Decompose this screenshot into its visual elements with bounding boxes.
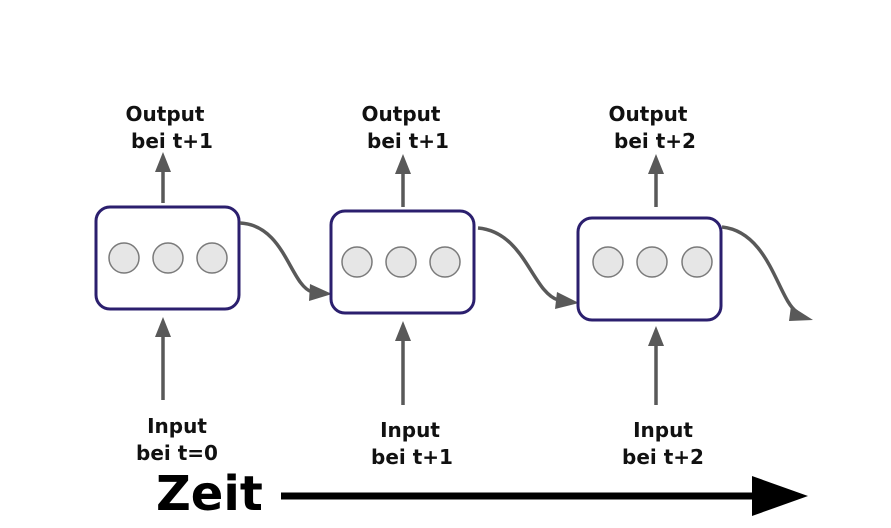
output-label-1-line2: bei t+1 bbox=[131, 129, 213, 153]
time-arrowhead bbox=[752, 476, 808, 516]
input-arrowhead-2 bbox=[395, 321, 411, 341]
neuron-3-1 bbox=[592, 246, 624, 278]
input-label-1-line1: Input bbox=[147, 414, 207, 438]
input-arrowhead-3 bbox=[648, 326, 664, 346]
neuron-3-2 bbox=[636, 246, 668, 278]
recurrent-arrowhead-3-out bbox=[789, 306, 813, 321]
output-arrowhead-2 bbox=[395, 154, 411, 174]
output-arrowhead-3 bbox=[648, 154, 664, 174]
neuron-1-1 bbox=[108, 242, 140, 274]
rnn-cell-3: Output bei t+2 Input bei t+2 bbox=[576, 102, 723, 469]
input-label-3-line2: bei t+2 bbox=[622, 445, 704, 469]
input-label-3-line1: Input bbox=[633, 418, 693, 442]
recurrent-arrow-3-out bbox=[721, 225, 799, 314]
input-label-2-line2: bei t+1 bbox=[371, 445, 453, 469]
neuron-1-2 bbox=[152, 242, 184, 274]
output-label-2-line2: bei t+1 bbox=[367, 129, 449, 153]
recurrent-arrow-1-2 bbox=[239, 221, 313, 294]
neuron-2-1 bbox=[341, 246, 373, 278]
input-label-1-line2: bei t=0 bbox=[136, 441, 218, 465]
recurrent-arrow-2-3 bbox=[477, 226, 559, 302]
output-label-2-line1: Output bbox=[362, 102, 441, 126]
rnn-cell-1: Output bei t+1 Input bei t=0 bbox=[94, 102, 241, 465]
output-arrowhead-1 bbox=[155, 152, 171, 172]
time-axis: Zeit bbox=[156, 466, 808, 522]
time-label: Zeit bbox=[156, 466, 263, 522]
input-label-2-line1: Input bbox=[380, 418, 440, 442]
recurrent-arrowhead-1-2 bbox=[309, 284, 332, 301]
neuron-2-2 bbox=[385, 246, 417, 278]
recurrent-arrowhead-2-3 bbox=[555, 292, 579, 309]
rnn-cell-2: Output bei t+1 Input bei t+1 bbox=[329, 102, 476, 469]
input-arrowhead-1 bbox=[155, 317, 171, 337]
output-label-1-line1: Output bbox=[126, 102, 205, 126]
neuron-3-3 bbox=[681, 246, 713, 278]
output-label-3-line1: Output bbox=[609, 102, 688, 126]
output-label-3-line2: bei t+2 bbox=[614, 129, 696, 153]
neuron-2-3 bbox=[429, 246, 461, 278]
neuron-1-3 bbox=[196, 242, 228, 274]
